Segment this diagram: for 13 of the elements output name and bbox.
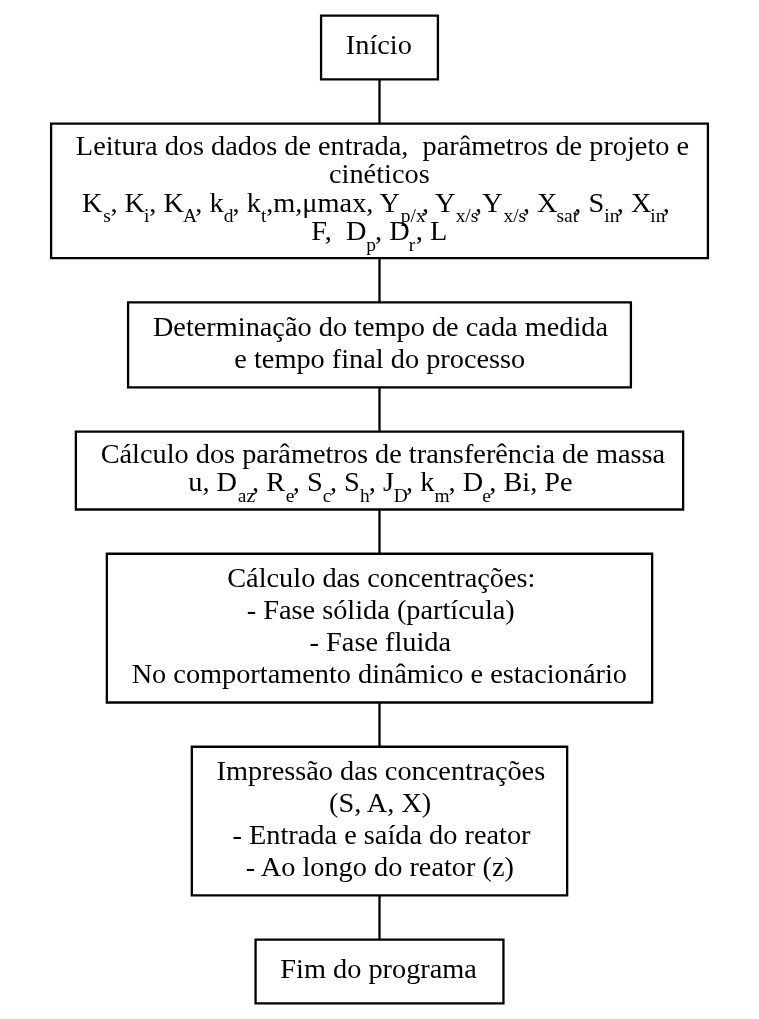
connector [378,388,381,432]
node-box: Impressão das concentrações (S, A, X) - Entrada e saída do reator - Ao longo do reator (z) [190,745,569,897]
node-box: Determinação do tempo de cada medida e tempo final do processo [126,301,633,389]
connector [378,79,381,124]
node-box: Cálculo das concentrações: - Fase sólida (partícula) - Fase fluida No comportamento dinâmico e estacionário [105,552,654,704]
connector [378,702,381,747]
node-box: Leitura dos dados de entrada, parâmetros de projeto e cinéticos K$_{s}$, K$_{i}$, K$_{A}$, k$_{d}$, k$_{t}$,m,μmax, Y$_{p/x}$, Y$_{x/s}$,Y$_{x/s}$, X$_{sat}$, S$_{in}$, X$_{in}$, F, D$_{p}$, D$_{r}$, L [49,122,710,260]
connector [378,258,381,302]
node-box: Início [319,14,440,81]
node-box: Cálculo dos parâmetros de transferência de massa u, D$_{az}$, R$_{e}$, S$_{c}$, S$_{h}$, J$_{D}$, k$_{m}$, D$_{e}$, Bi, Pe [74,430,685,511]
node-box: Fim do programa [254,938,505,1005]
connector [378,895,381,940]
connector [378,509,381,554]
